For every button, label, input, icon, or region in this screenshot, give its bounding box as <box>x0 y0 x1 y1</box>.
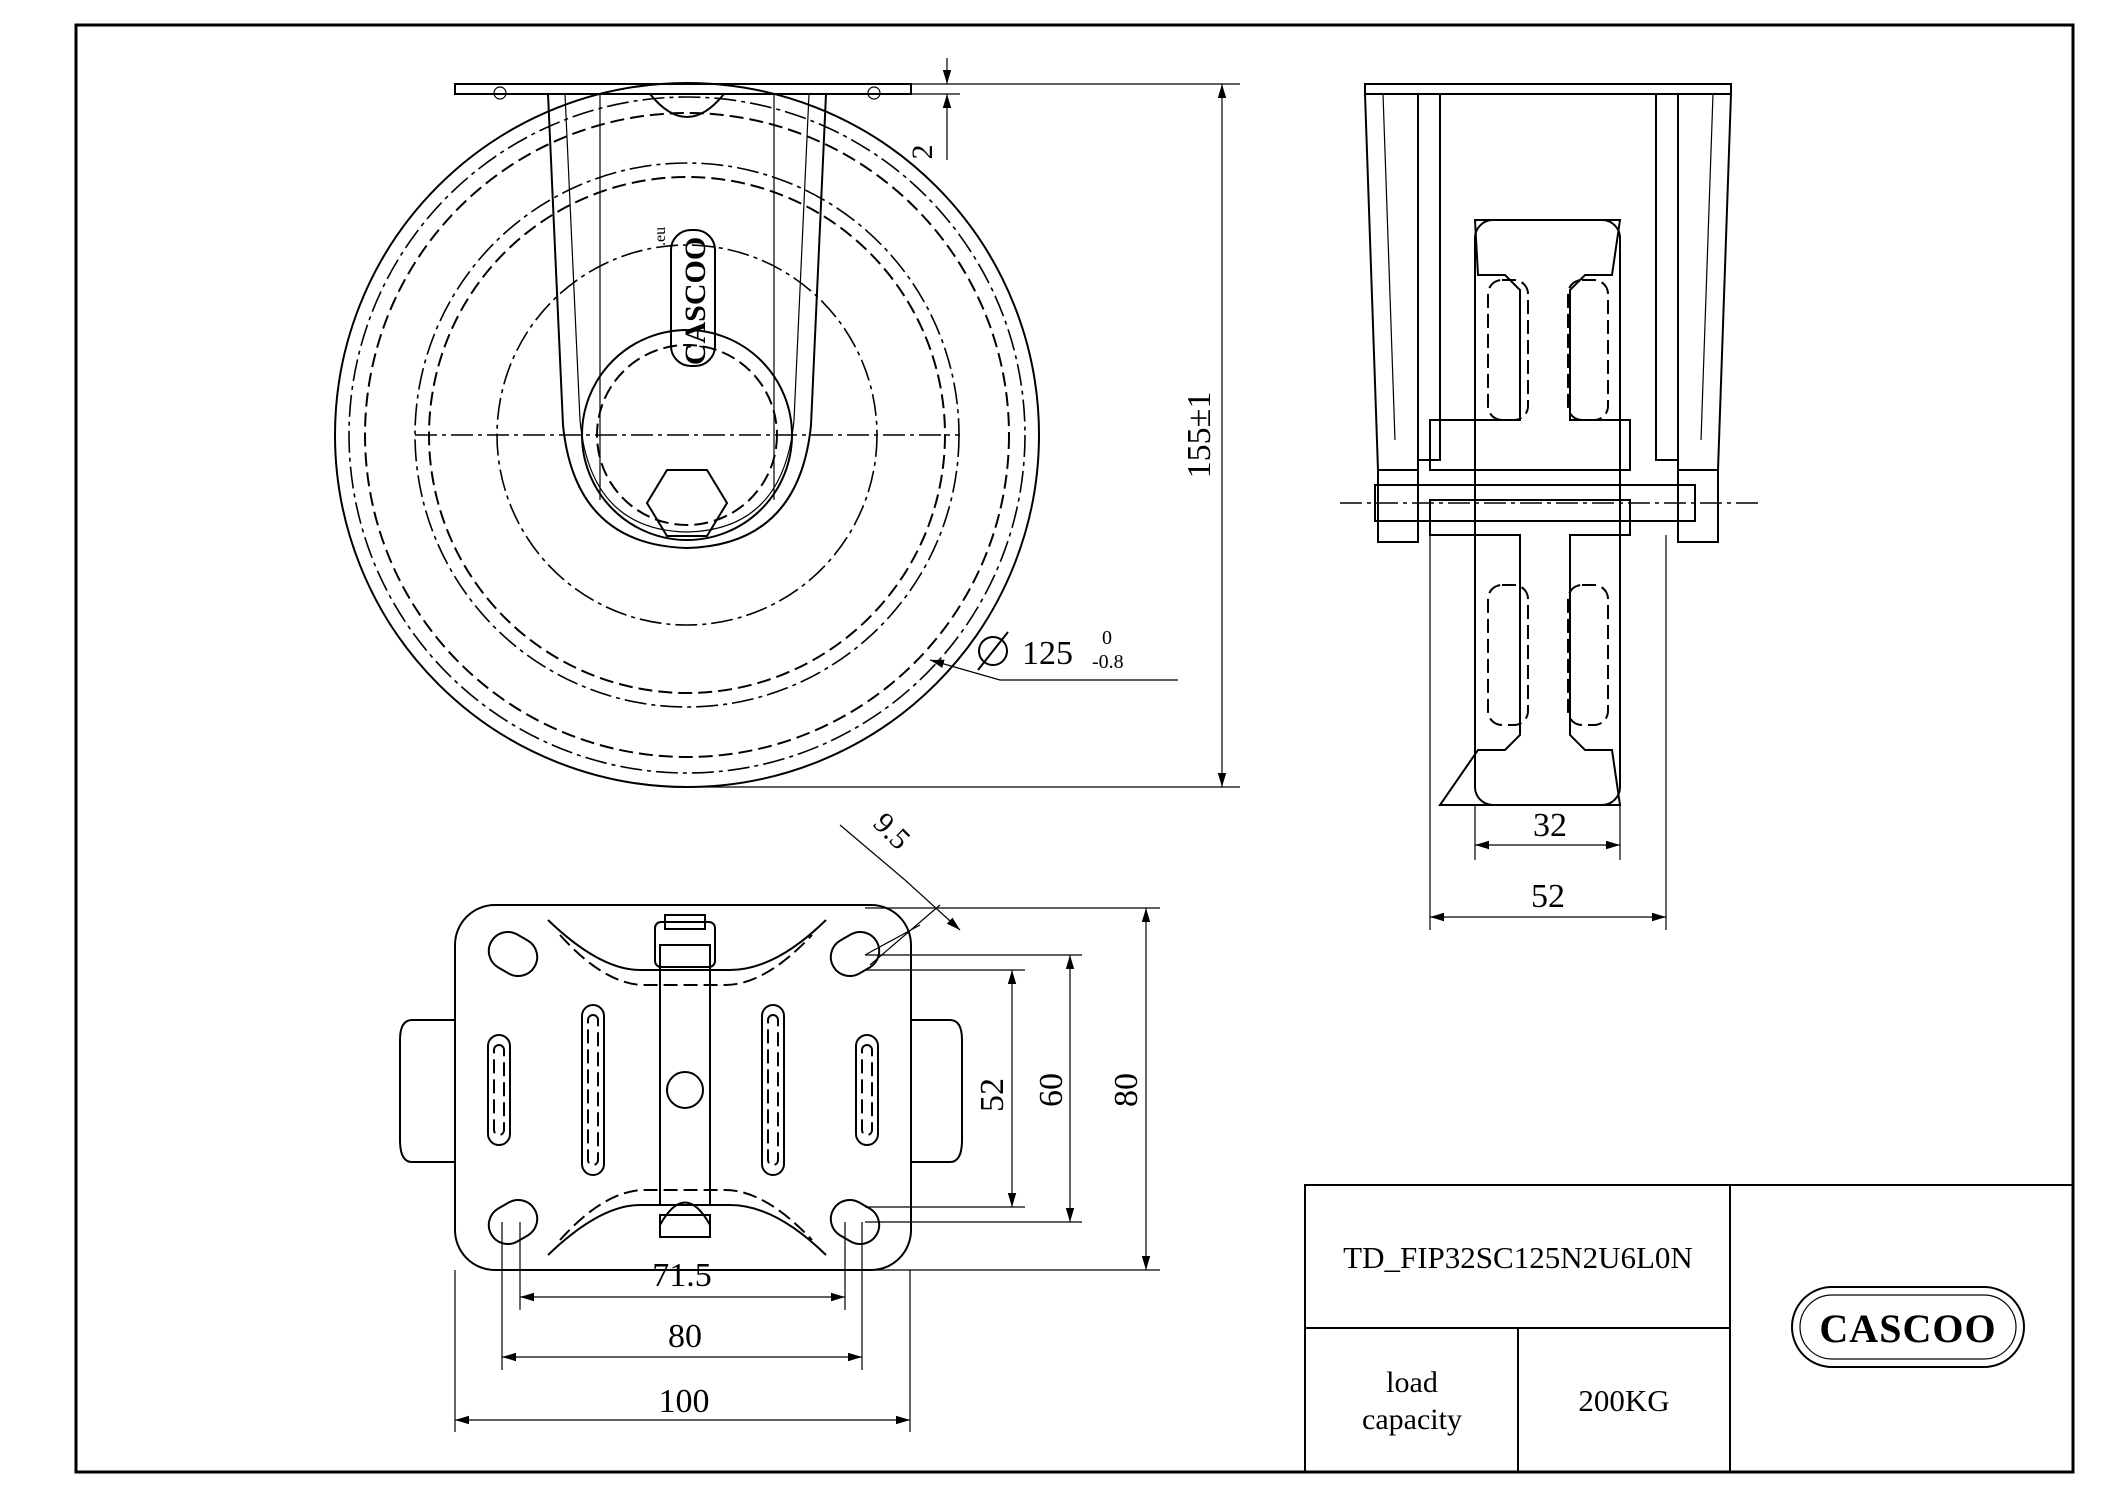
title-block: TD_FIP32SC125N2U6L0N load capacity 200KG… <box>1304 1184 2074 1473</box>
dim-plate-thickness: 2 <box>906 145 939 160</box>
front-dimensions: 2 155±1 125 0 -0.8 <box>700 58 1240 788</box>
fork-logo-domain: .eu <box>652 227 669 246</box>
top-dimensions: 9.5 52 60 80 71.5 80 100 <box>454 806 1160 1432</box>
wheel-outline <box>334 82 1040 788</box>
dim-hole-spacing-y-inner: 52 <box>974 1078 1011 1112</box>
brand-logo-text: CASCOO <box>1819 1306 1996 1351</box>
dim-plate-width: 100 <box>659 1383 710 1420</box>
dim-plate-depth: 80 <box>1108 1073 1145 1107</box>
axle-nut <box>645 469 729 537</box>
mounting-plate-top <box>454 904 912 1271</box>
drawing-frame <box>74 23 2075 1474</box>
side-view <box>1340 83 1760 806</box>
dim-wheel-diameter-tol-lower: -0.8 <box>1092 651 1124 673</box>
dim-wheel-width: 32 <box>1533 807 1567 844</box>
side-dimensions: 32 52 <box>1429 535 1667 930</box>
mounting-plate-front <box>454 83 912 95</box>
front-view: CASCOO .eu <box>334 82 1040 788</box>
dim-hole-spacing-y-outer: 60 <box>1033 1073 1070 1107</box>
top-view <box>399 904 963 1271</box>
dim-slot-width: 9.5 <box>867 806 917 856</box>
dim-wheel-diameter: 125 <box>1022 635 1073 672</box>
fork-logo-text: CASCOO <box>679 237 712 365</box>
brand-logo: CASCOO <box>1791 1286 2025 1368</box>
load-label-line2: capacity <box>1362 1403 1462 1436</box>
fork-logo: CASCOO .eu <box>652 227 716 367</box>
part-code: TD_FIP32SC125N2U6L0N <box>1343 1240 1693 1275</box>
load-label-line1: load <box>1386 1366 1438 1399</box>
dim-overall-height: 155±1 <box>1181 392 1218 479</box>
dim-wheel-diameter-tol-upper: 0 <box>1102 627 1112 649</box>
load-value: 200KG <box>1578 1383 1669 1418</box>
fork-front <box>546 93 828 550</box>
dim-hub-length: 52 <box>1531 878 1565 915</box>
dim-hole-spacing-x-inner: 71.5 <box>652 1257 712 1294</box>
dim-hole-spacing-x-outer: 80 <box>668 1318 702 1355</box>
